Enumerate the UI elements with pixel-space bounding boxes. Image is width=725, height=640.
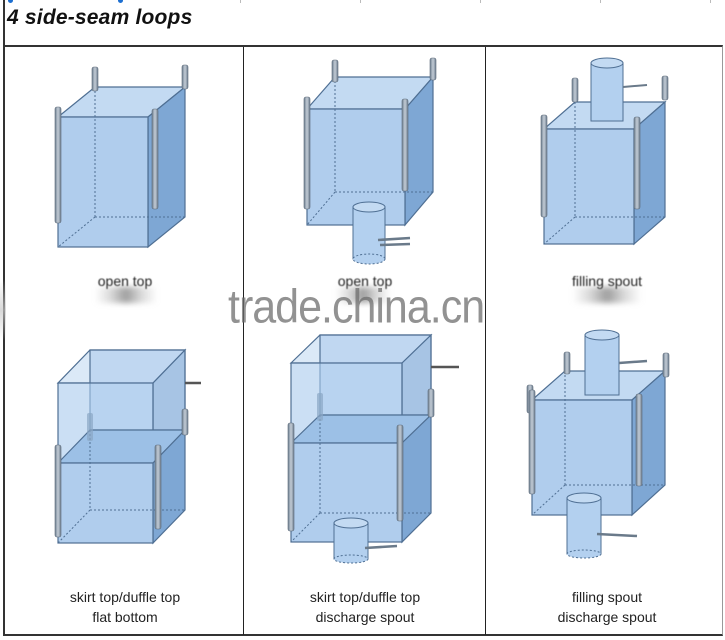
blur-artifact xyxy=(95,287,157,303)
blur-artifact xyxy=(335,287,391,303)
bag-filling-spout-icon xyxy=(540,57,669,246)
top-strip xyxy=(0,0,725,4)
bag-types-grid xyxy=(3,45,723,636)
title-left-border xyxy=(3,0,5,45)
cell-caption: open top xyxy=(337,273,393,289)
column-divider xyxy=(485,47,486,635)
grid-cell-skirt-top-flat-bottom: skirt top/duffle top flat bottom xyxy=(5,305,245,635)
cell-caption-line-2: flat bottom xyxy=(92,609,158,625)
blue-dot-icon xyxy=(118,0,123,3)
column-divider xyxy=(243,47,244,635)
cell-caption-line-1: skirt top/duffle top xyxy=(309,589,421,605)
bag-open-top-icon xyxy=(54,64,189,249)
blur-artifact xyxy=(572,287,642,303)
bag-skirt-top-flat-bottom-icon xyxy=(54,348,201,545)
cell-caption: open top xyxy=(97,273,153,289)
grid-cell-filling-discharge: filling spout discharge spout xyxy=(487,305,725,635)
cell-caption-line-2: discharge spout xyxy=(557,609,657,625)
divider-tick xyxy=(360,0,361,3)
divider-tick xyxy=(480,0,481,3)
cell-caption-line-1: filling spout xyxy=(571,589,643,605)
cell-caption-line-1: skirt top/duffle top xyxy=(69,589,181,605)
blur-artifact xyxy=(0,280,6,340)
grid-cell-open-top: open top xyxy=(5,47,245,305)
bag-skirt-top-discharge-spout-icon xyxy=(287,333,459,564)
grid-cell-open-top-discharge: open top xyxy=(245,47,485,305)
divider-tick xyxy=(710,0,711,3)
divider-tick xyxy=(240,0,241,3)
grid-cell-filling-spout: filling spout xyxy=(487,47,725,305)
bag-open-top-discharge-spout-icon xyxy=(303,57,437,265)
cell-caption-line-2: discharge spout xyxy=(315,609,415,625)
bag-filling-and-discharge-spout-icon xyxy=(526,329,670,559)
blue-dot-icon xyxy=(8,0,13,3)
page-title: 4 side-seam loops xyxy=(7,6,193,29)
divider-tick xyxy=(600,0,601,3)
cell-caption: filling spout xyxy=(571,273,643,289)
grid-cell-skirt-top-discharge: skirt top/duffle top discharge spout xyxy=(245,305,485,635)
watermark-text: trade.china.cn xyxy=(228,280,485,334)
